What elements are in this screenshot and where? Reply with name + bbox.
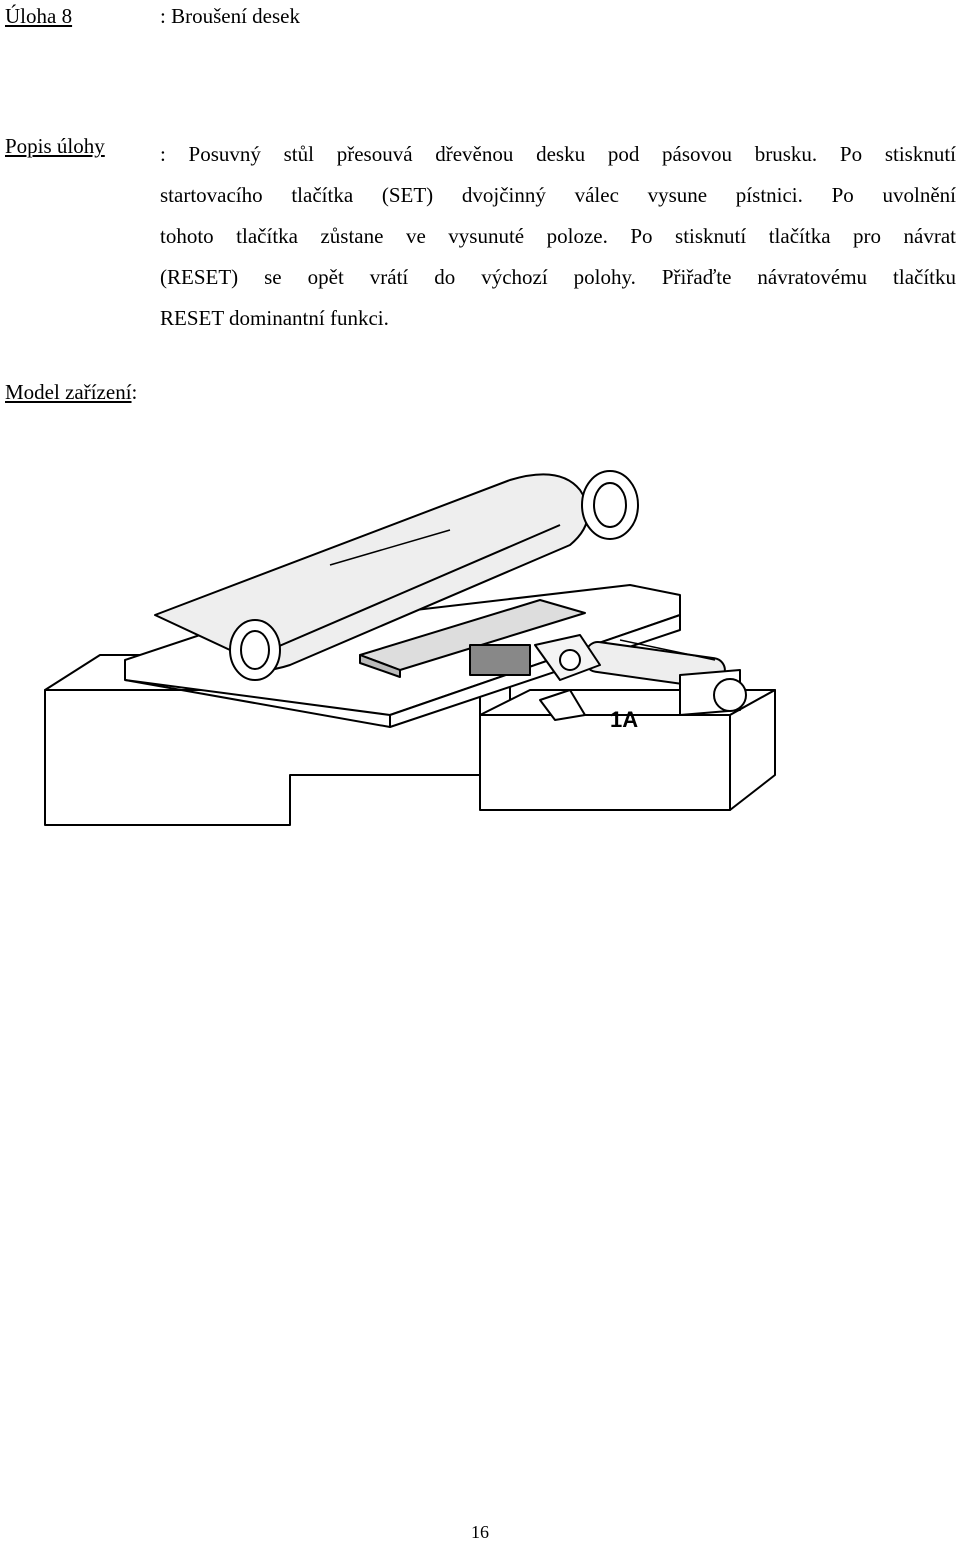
clamp-block [469,644,531,676]
description-line: startovacího tlačítka (SET) dvojčinný vá… [160,183,956,207]
cylinder-label: 1A [610,707,638,732]
task-title: : Broušení desek [160,4,300,28]
motion-arrow [619,639,716,661]
model-label: Model zařízení: [5,380,137,404]
device-model-figure: 1A [44,470,776,826]
description-text: : Posuvný stůl přesouvá dřevěnou desku p… [160,134,956,339]
description-line: : Posuvný stůl přesouvá dřevěnou desku p… [160,142,956,166]
task-label: Úloha 8 [5,4,73,28]
belt-sander [154,470,639,681]
pneumatic-cylinder [534,634,747,721]
description-line: (RESET) se opět vrátí do výchozí polohy.… [160,265,956,289]
description-label: Popis úlohy [5,134,105,158]
model-label-text: Model zařízení [5,380,132,404]
description-line: RESET dominantní funkci. [160,306,389,330]
model-label-colon: : [131,380,138,404]
page-number: 16 [471,1522,489,1542]
description-line: tohoto tlačítka zůstane ve vysunuté polo… [160,224,956,248]
wood-board [359,599,586,678]
